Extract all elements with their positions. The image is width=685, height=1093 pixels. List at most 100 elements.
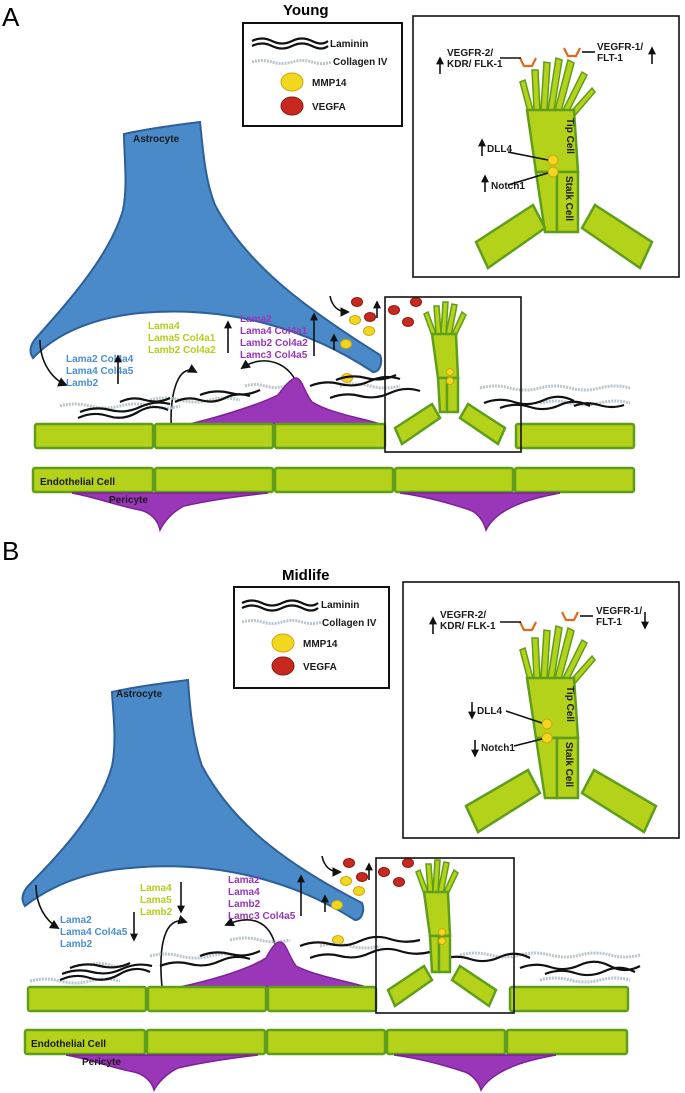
tip-cell-sprout: [422, 890, 452, 938]
basement-membrane: [29, 935, 641, 985]
notch1-dot: [541, 732, 553, 744]
svg-text:Lama5: Lama5: [140, 895, 172, 906]
svg-text:Lamb2 Col4a2: Lamb2 Col4a2: [148, 345, 216, 356]
vegfr2-label: VEGFR-2/KDR/ FLK-1: [447, 48, 503, 70]
svg-text:Lama2: Lama2: [60, 915, 92, 926]
astrocyte-gene-list: Lama2 Lama4 Col4a5 Lamb2: [60, 912, 138, 950]
endothelial-secretion-arrow: [160, 915, 188, 988]
astrocyte-secretion-arrow: [35, 884, 60, 930]
astrocyte: [21, 678, 365, 922]
dll4-dot: [541, 718, 553, 730]
endothelial-cell-right: [580, 768, 658, 834]
vegfa-swatch: [280, 96, 304, 116]
pericyte-label: Pericyte: [109, 495, 148, 506]
svg-text:Lama2 Col4a4: Lama2 Col4a4: [66, 354, 134, 365]
pericyte-bottom-right: [399, 492, 561, 533]
dll4-label: DLL4: [477, 706, 502, 717]
pericyte-bottom-right: [393, 1054, 557, 1092]
endothelial-layer: [26, 859, 630, 1013]
panel-title: Young: [283, 2, 329, 19]
svg-text:Lamb2: Lamb2: [60, 939, 93, 950]
inset-box: Tip Cell Stalk Cell VEGFR-2/KDR/ FLK-1 V…: [412, 15, 680, 278]
stalk-cell: [555, 736, 580, 800]
astrocyte-secretion-arrow: [39, 339, 68, 387]
notch1-label: Notch1: [481, 743, 515, 754]
stalk-cell: [555, 170, 580, 234]
endothelial-layer: [33, 301, 636, 450]
svg-text:Lama2: Lama2: [240, 314, 272, 325]
endothelial-cell-label: Endothelial Cell: [40, 477, 115, 488]
collagen-swatch: [241, 619, 323, 625]
astrocyte: [29, 120, 383, 374]
dll4-label: DLL4: [487, 144, 512, 155]
pericyte-top: [179, 941, 367, 988]
pericyte-gene-list: Lama2 Lama4 Col4a1 Lamb2 Col4a2 Lamc3 Co…: [240, 312, 318, 361]
mmp-release-arrow: [329, 295, 350, 317]
vegfr2-receptor-icon: [519, 57, 537, 68]
notch1-dot: [547, 166, 559, 178]
svg-text:Lama4 Col4a5: Lama4 Col4a5: [60, 927, 128, 938]
collagen-swatch: [251, 59, 333, 65]
laminin-swatch: [251, 37, 329, 45]
vegfr2-label: VEGFR-2/KDR/ FLK-1: [440, 610, 496, 632]
legend-label: MMP14: [312, 78, 347, 89]
svg-text:Lama5 Col4a1: Lama5 Col4a1: [148, 333, 216, 344]
svg-text:Lama4 Col4a1: Lama4 Col4a1: [240, 326, 308, 337]
pericyte-secretion-arrow: [224, 917, 277, 949]
tip-cell-label: Tip Cell: [564, 686, 575, 722]
endothelial-gene-list: Lama4 Lama5 Lamb2: [140, 882, 185, 918]
svg-text:Lamc3 Col4a5: Lamc3 Col4a5: [240, 350, 308, 361]
legend-label: Laminin: [321, 600, 359, 611]
inset-marker-box: [375, 857, 515, 1014]
legend-label: Collagen IV: [333, 57, 388, 68]
inset-box: Tip Cell Stalk Cell VEGFR-2/KDR/ FLK-1 V…: [402, 581, 680, 839]
astrocyte-label: Astrocyte: [133, 134, 180, 145]
endothelial-layer-lower: [31, 466, 636, 494]
legend-label: VEGFA: [303, 662, 337, 673]
pericyte-label: Pericyte: [82, 1057, 121, 1068]
dll4-dot: [547, 154, 559, 166]
vegfr1-receptor-icon: [563, 47, 581, 58]
svg-text:Lama4: Lama4: [140, 883, 172, 894]
legend: Laminin Collagen IV MMP14 VEGFA: [233, 586, 390, 689]
pericyte-bottom-left: [71, 492, 269, 533]
legend-label: VEGFA: [312, 102, 346, 113]
svg-text:Lama4 Col4a5: Lama4 Col4a5: [66, 366, 134, 377]
vegfr1-label: VEGFR-1/FLT-1: [597, 42, 643, 64]
endothelial-layer-lower: [23, 1028, 629, 1056]
panel-b: B Midlife Laminin Collagen IV MMP14 VEGF…: [2, 536, 680, 1092]
stalk-cell-label: Stalk Cell: [563, 176, 574, 221]
tip-cell-sprout: [430, 332, 460, 380]
panel-title: Midlife: [282, 567, 330, 584]
mmp14-swatch: [271, 633, 295, 653]
pericyte-top: [189, 377, 381, 425]
astrocyte-gene-list: Lama2 Col4a4 Lama4 Col4a5 Lamb2: [66, 354, 134, 389]
svg-text:Lamb2: Lamb2: [66, 378, 99, 389]
legend-label: Laminin: [330, 39, 368, 50]
svg-text:Lamb2: Lamb2: [140, 907, 173, 918]
endothelial-cell-left: [474, 203, 547, 270]
astrocyte-label: Astrocyte: [116, 689, 163, 700]
legend-label: Collagen IV: [322, 618, 377, 629]
stalk-cell-label: Stalk Cell: [563, 742, 574, 787]
panel-letter: B: [2, 536, 19, 566]
legend-label: MMP14: [303, 639, 338, 650]
inset-marker-box: [384, 296, 522, 453]
svg-text:Lama4: Lama4: [228, 887, 260, 898]
svg-text:Lamc3 Col4a5: Lamc3 Col4a5: [228, 911, 296, 922]
vegfa-swatch: [271, 656, 295, 676]
svg-text:Lama2: Lama2: [228, 875, 260, 886]
pericyte-gene-list: Lama2 Lama4 Lamb2 Lamc3 Col4a5: [228, 874, 305, 922]
pericyte-bottom-left: [65, 1054, 259, 1092]
mmp-release-arrow: [321, 855, 342, 877]
panel-letter: A: [2, 2, 20, 32]
vegfr1-label: VEGFR-1/FLT-1: [596, 606, 642, 628]
vegfr2-receptor-icon: [519, 621, 537, 632]
mmp14-swatch: [280, 72, 304, 92]
laminin-swatch: [241, 599, 319, 607]
legend: Laminin Collagen IV MMP14 VEGFA: [242, 22, 403, 127]
svg-text:Lamb2 Col4a2: Lamb2 Col4a2: [240, 338, 308, 349]
panel-a: A Young Laminin Collagen IV MMP14 VEGFA: [2, 2, 680, 533]
svg-text:Lama4: Lama4: [148, 321, 180, 332]
